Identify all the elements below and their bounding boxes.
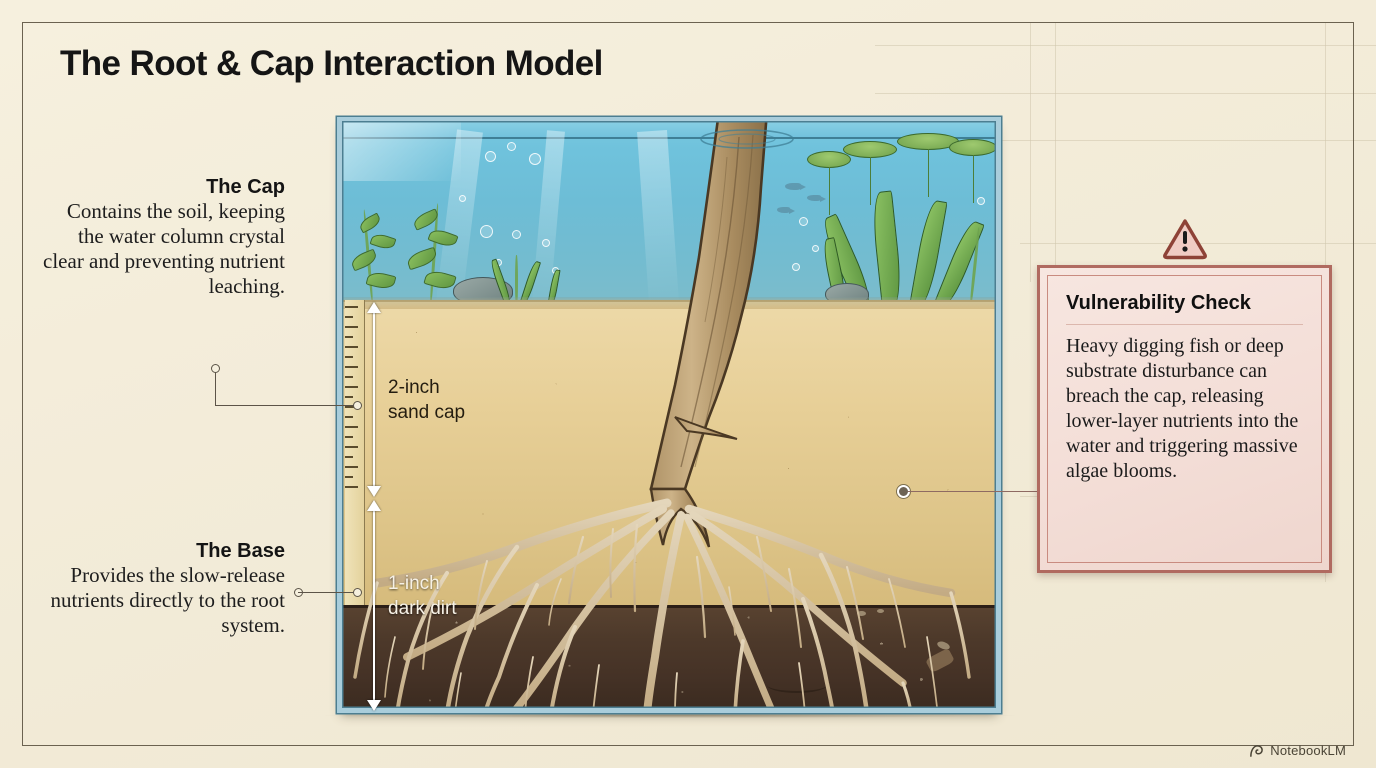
sand-depth-arrow (373, 312, 375, 490)
dirt-label-line1: 1-inch (388, 573, 440, 594)
arrowhead-down (367, 486, 381, 497)
bubble (529, 153, 541, 165)
fish (785, 183, 806, 190)
dirt-pebble (857, 611, 866, 616)
grid-line (875, 45, 1376, 46)
bubble (480, 225, 493, 238)
bubble (812, 245, 819, 252)
leader-node-target (353, 401, 362, 410)
leader-line (298, 592, 357, 594)
sand-layer-label: 2-inch sand cap (388, 375, 465, 425)
dirt-pebble (877, 609, 884, 613)
page-title: The Root & Cap Interaction Model (60, 44, 603, 83)
plant-stem (515, 255, 518, 307)
callout-cap: The Cap Contains the soil, keeping the w… (40, 176, 285, 299)
bubble (542, 239, 550, 247)
dirt-crack (767, 677, 827, 693)
dirt-label-line2: dark dirt (388, 598, 457, 619)
grid-line (1030, 22, 1031, 282)
tank-shadow (325, 713, 1015, 718)
bubble (485, 151, 496, 162)
arrowhead-up (367, 500, 381, 511)
arrowhead-down (367, 700, 381, 711)
vulnerability-title: Vulnerability Check (1066, 292, 1303, 325)
fish (807, 195, 826, 202)
sand-label-line2: sand cap (388, 402, 466, 423)
bubble (459, 195, 466, 202)
aquarium-diagram (337, 117, 1001, 713)
vuln-leader-line (908, 491, 1038, 493)
grid-line (875, 93, 1376, 94)
sand-label-line1: 2-inch (388, 377, 440, 398)
bubble (507, 142, 516, 151)
dirt-layer-label: 1-inch dark dirt (388, 571, 457, 621)
dark-dirt-layer (337, 605, 1001, 713)
watermark: NotebookLM (1249, 743, 1346, 758)
arrowhead-up (367, 302, 381, 313)
callout-base-body: Provides the slow-release nutrients dire… (50, 563, 285, 637)
dirt-depth-arrow (373, 510, 375, 702)
grid-line (1020, 496, 1040, 497)
callout-cap-body: Contains the soil, keeping the water col… (43, 199, 285, 298)
notebooklm-icon (1250, 745, 1264, 757)
callout-base-heading: The Base (196, 540, 285, 562)
bubble (792, 263, 800, 271)
leader-line (215, 405, 357, 407)
grid-line (875, 140, 1376, 141)
fish (777, 207, 795, 214)
vulnerability-panel: Vulnerability Check Heavy digging fish o… (1037, 265, 1332, 573)
lilypad (949, 139, 997, 203)
sand-surface (337, 297, 1001, 309)
bubble (512, 230, 521, 239)
lilypad (843, 141, 897, 205)
lilypad (807, 151, 851, 215)
vulnerability-body: Heavy digging fish or deep substrate dis… (1066, 335, 1299, 482)
leader-line (215, 372, 217, 406)
water-surface (337, 117, 1001, 139)
bubble (977, 197, 985, 205)
bubble (799, 217, 808, 226)
tree-trunk-and-roots (353, 117, 971, 713)
measuring-ruler (345, 300, 365, 605)
callout-base: The Base Provides the slow-release nutri… (40, 540, 285, 638)
watermark-label: NotebookLM (1270, 743, 1346, 758)
leader-node-target (353, 588, 362, 597)
warning-triangle-icon (1163, 219, 1207, 260)
callout-cap-heading: The Cap (206, 176, 285, 198)
grid-line (1055, 22, 1056, 282)
